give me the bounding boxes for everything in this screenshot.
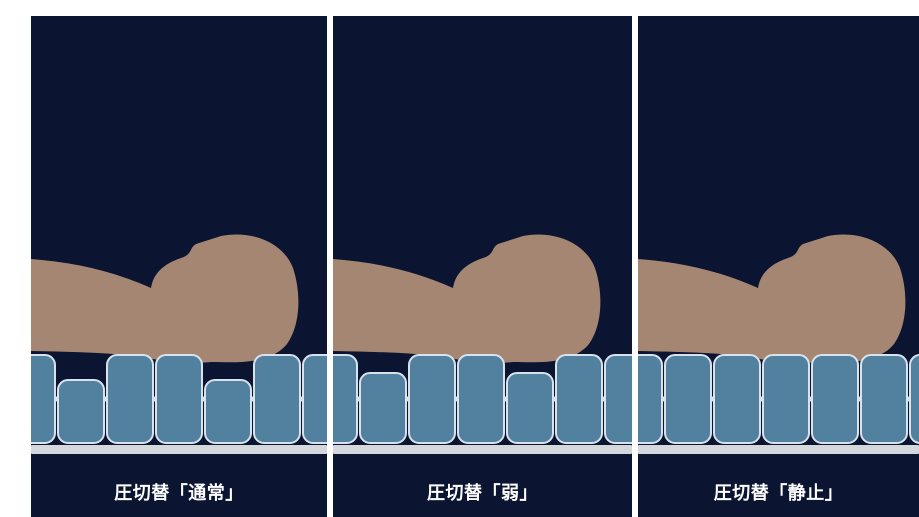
air-cell-group (31, 354, 327, 444)
air-cell-low (57, 379, 105, 444)
panel-still: 圧切替「静止」 (638, 16, 919, 517)
mattress-illustration-weak (333, 234, 632, 454)
air-cell-high (860, 354, 908, 444)
air-cell-high (811, 354, 859, 444)
mattress-base (333, 445, 632, 454)
mode-caption: 圧切替「通常」 (114, 483, 244, 504)
mode-caption: 圧切替「静止」 (713, 483, 844, 504)
person-silhouette (31, 234, 299, 363)
air-cell-group (333, 354, 632, 444)
air-cell-high (333, 354, 358, 444)
air-cell-high (664, 354, 712, 444)
air-cell-high (762, 354, 810, 444)
person-silhouette (638, 234, 906, 363)
air-cell-high (408, 354, 456, 444)
air-cell-mid (359, 372, 407, 444)
air-cell-high (555, 354, 603, 444)
panel-weak: 圧切替「弱」 (333, 16, 632, 517)
mattress-illustration-still (638, 234, 919, 454)
mattress-base (31, 445, 327, 454)
air-cell-group (638, 354, 919, 444)
panel-normal: 圧切替「通常」 (31, 16, 327, 517)
air-cell-high (713, 354, 761, 444)
air-cell-mid (506, 372, 554, 444)
air-cell-high (253, 354, 301, 444)
mattress-base (638, 445, 919, 454)
air-cell-high (457, 354, 505, 444)
air-cell-high (155, 354, 203, 444)
air-cell-high (604, 354, 632, 444)
mattress-illustration-normal (31, 234, 327, 454)
air-cell-high (909, 354, 919, 444)
air-cell-high (31, 354, 56, 444)
person-silhouette (333, 234, 601, 363)
mode-caption: 圧切替「弱」 (427, 483, 538, 504)
air-cell-high (638, 354, 663, 444)
air-cell-low (204, 379, 252, 444)
air-cell-high (106, 354, 154, 444)
air-cell-high (302, 354, 327, 444)
